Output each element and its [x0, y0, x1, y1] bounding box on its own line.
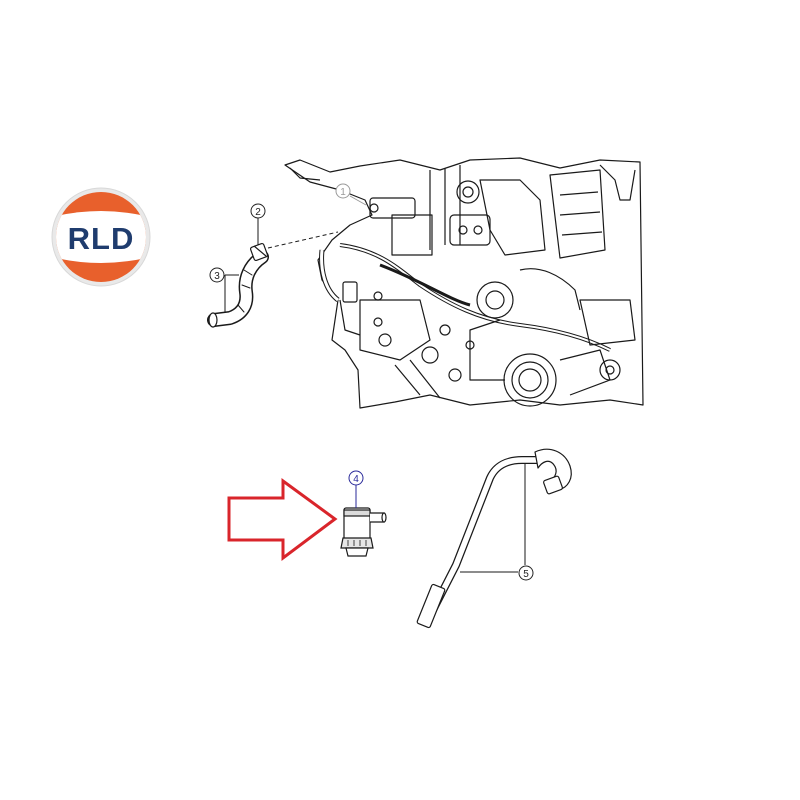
- leader-line-1: [349, 195, 367, 206]
- callout-4: 4: [348, 470, 364, 486]
- callout-5: 5: [518, 565, 534, 581]
- callout-3: 3: [209, 267, 225, 283]
- leader-line-3: [224, 274, 239, 312]
- leader-dashed-2: [267, 231, 339, 249]
- pcv-valve-part-4: [340, 507, 387, 557]
- brand-logo: RLD: [51, 187, 151, 287]
- engine-assembly-illustration: [284, 157, 644, 409]
- svg-text:4: 4: [353, 474, 359, 485]
- leader-line-5: [460, 464, 526, 573]
- svg-text:5: 5: [523, 569, 529, 580]
- hose-part-5: [416, 448, 572, 629]
- svg-text:3: 3: [214, 271, 220, 282]
- callout-2: 2: [250, 203, 266, 219]
- highlight-arrow: [227, 478, 338, 561]
- logo-text: RLD: [68, 221, 135, 256]
- hose-clamp-part-2: [249, 242, 269, 262]
- svg-text:2: 2: [255, 207, 261, 218]
- hose-part-3: [207, 250, 269, 328]
- callout-1: 1: [335, 183, 351, 199]
- svg-text:1: 1: [340, 187, 346, 198]
